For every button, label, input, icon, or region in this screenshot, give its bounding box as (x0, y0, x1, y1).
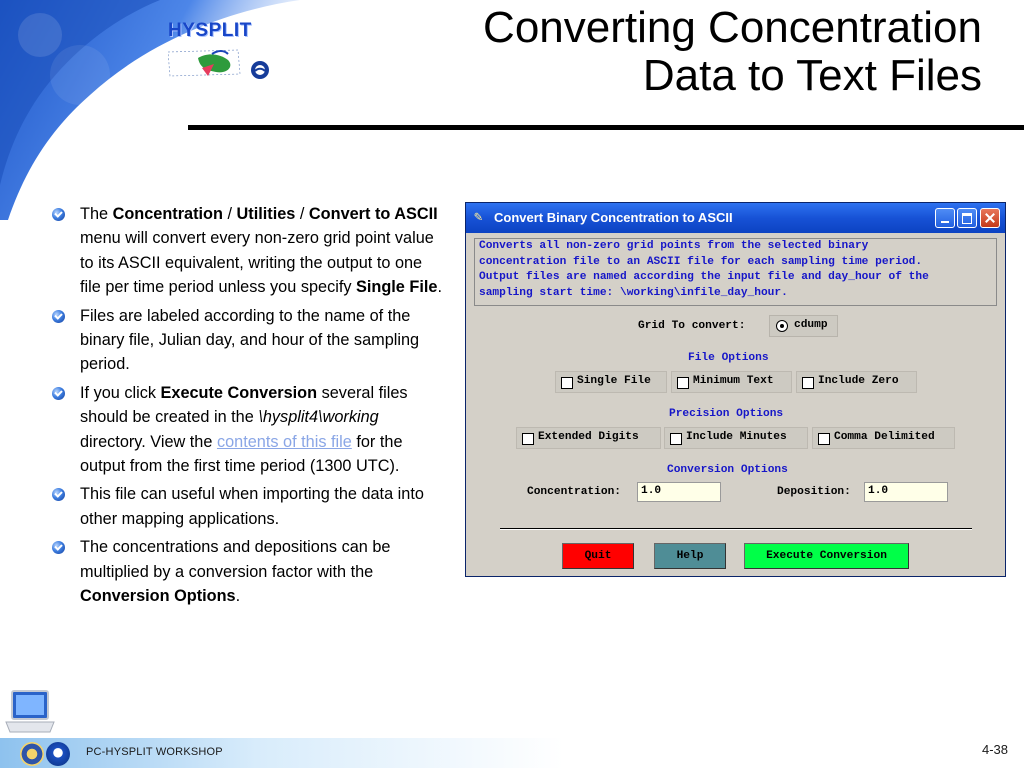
precision-options-title: Precision Options (669, 408, 784, 420)
deposition-input[interactable]: 1.0 (864, 482, 948, 502)
header-swoosh-graphic (0, 0, 300, 220)
menu-utilities: Utilities (236, 205, 296, 223)
concentration-label: Concentration: (527, 486, 621, 498)
title-divider (188, 125, 1024, 130)
hysplit-logo-text: HYSPLIT (168, 20, 252, 41)
grid-radio-cdump[interactable]: cdump (769, 315, 838, 337)
bullet-item: Files are labeled according to the name … (52, 304, 447, 377)
option-single-file: Single File (356, 278, 438, 297)
slide-title-line-2: Data to Text Files (642, 51, 982, 100)
bullet-item: The concentrations and depositions can b… (52, 535, 447, 608)
feather-app-icon: ✎ (474, 210, 483, 226)
menu-convert-to-ascii: Convert to ASCII (308, 205, 438, 223)
conversion-options-ref: Conversion Options (80, 587, 236, 606)
dialog-description: Converts all non-zero grid points from t… (474, 238, 997, 306)
menu-concentration: Concentration (112, 205, 223, 223)
checkbox-unchecked-icon (561, 377, 573, 389)
bullet-check-icon (52, 541, 65, 555)
bullet-item: The Concentration / Utilities / Convert … (52, 202, 447, 300)
maximize-button[interactable] (957, 208, 977, 228)
deposition-label: Deposition: (777, 486, 851, 498)
radio-selected-icon (776, 320, 788, 332)
include-zero-checkbox[interactable]: Include Zero (796, 371, 917, 393)
contents-file-link[interactable]: contents of this file (216, 432, 352, 451)
slide-title-line-1: Converting Concentration (483, 3, 982, 52)
grid-radio-label: cdump (794, 319, 828, 331)
commerce-seal-icon (20, 742, 44, 766)
include-minutes-checkbox[interactable]: Include Minutes (664, 427, 808, 449)
bullet-check-icon (52, 488, 65, 502)
dialog-title: Convert Binary Concentration to ASCII (494, 210, 733, 225)
footer-workshop-label: PC-HYSPLIT WORKSHOP (86, 746, 223, 758)
concentration-input[interactable]: 1.0 (637, 482, 721, 502)
convert-ascii-dialog: ✎ Convert Binary Concentration to ASCII … (465, 202, 1006, 577)
grid-to-convert-label: Grid To convert: (638, 320, 746, 332)
bullet-item: This file can useful when importing the … (52, 482, 447, 531)
close-button[interactable] (980, 208, 1000, 228)
bullet-check-icon (52, 208, 65, 221)
checkbox-unchecked-icon (522, 433, 534, 445)
help-button[interactable]: Help (654, 543, 726, 569)
single-file-checkbox[interactable]: Single File (555, 371, 667, 393)
bullet-list: The Concentration / Utilities / Convert … (52, 202, 447, 613)
checkbox-unchecked-icon (802, 377, 814, 389)
noaa-seal-icon (46, 742, 70, 766)
extended-digits-checkbox[interactable]: Extended Digits (516, 427, 661, 449)
bullet-check-icon (52, 309, 65, 323)
file-options-title: File Options (688, 352, 769, 364)
checkbox-unchecked-icon (677, 377, 689, 389)
minimize-button[interactable] (935, 208, 955, 228)
page-number: 4-38 (982, 742, 1009, 757)
minimum-text-checkbox[interactable]: Minimum Text (671, 371, 792, 393)
checkbox-unchecked-icon (818, 433, 830, 445)
laptop-icon (5, 690, 55, 733)
slide-title: Converting Concentration Data to Text Fi… (483, 4, 982, 100)
comma-delimited-checkbox[interactable]: Comma Delimited (812, 427, 955, 449)
conversion-options-title: Conversion Options (667, 464, 788, 476)
hysplit-map-logo (168, 49, 269, 79)
dialog-separator (500, 528, 972, 530)
dialog-titlebar[interactable]: ✎ Convert Binary Concentration to ASCII (466, 203, 1005, 233)
execute-conversion-ref: Execute Conversion (160, 383, 318, 402)
footer-bar (0, 738, 1024, 768)
quit-button[interactable]: Quit (562, 543, 634, 569)
bullet-check-icon (52, 386, 65, 400)
execute-conversion-button[interactable]: Execute Conversion (744, 543, 909, 569)
working-directory-path: \hysplit4\working (258, 408, 379, 427)
bullet-item: If you click Execute Conversion several … (52, 381, 447, 479)
checkbox-unchecked-icon (670, 433, 682, 445)
